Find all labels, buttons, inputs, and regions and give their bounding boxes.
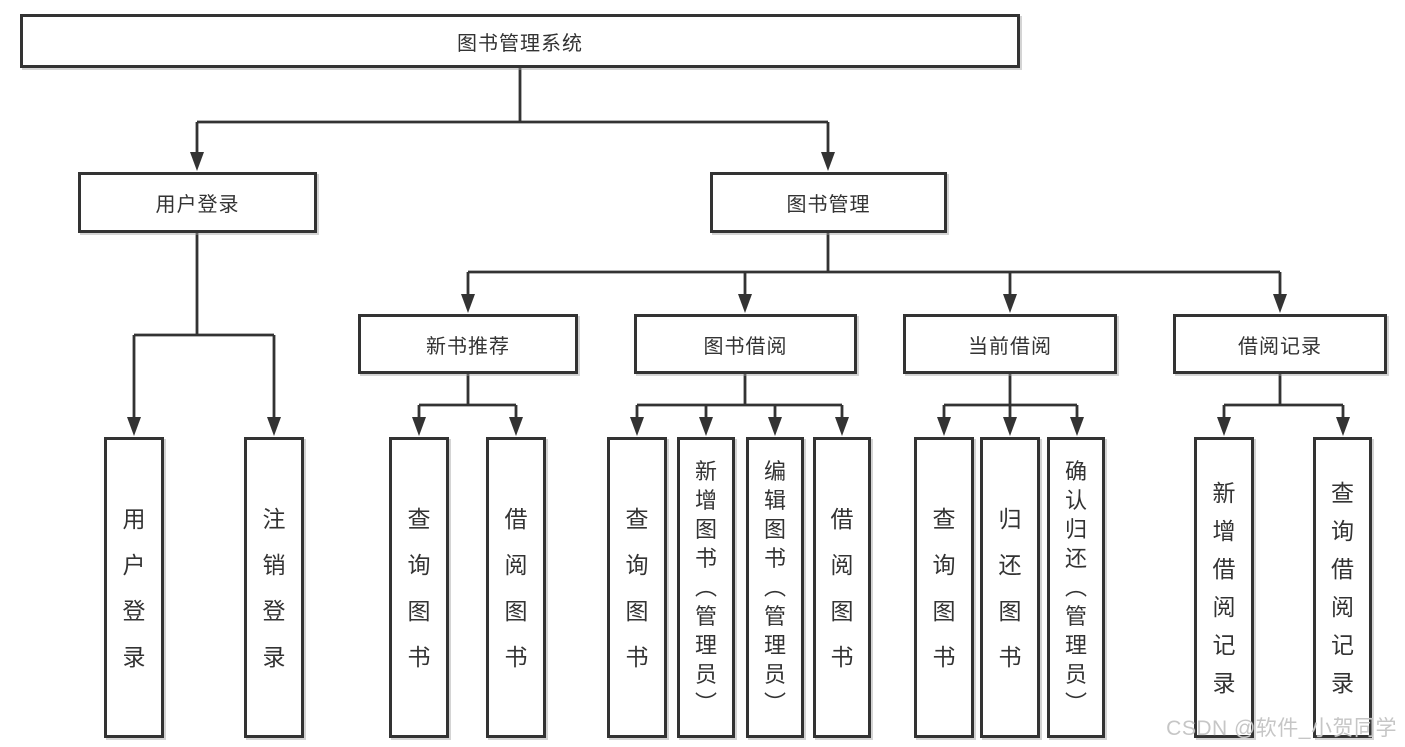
leaf-return-books: 归还图书 xyxy=(980,437,1040,738)
leaf-user-login: 用户登录 xyxy=(104,437,164,738)
leaf-borrow-books-recommend: 借阅图书 xyxy=(486,437,546,738)
leaf-edit-books-admin: 编辑图书︵管理员︶ xyxy=(746,437,804,738)
node-user-login: 用户登录 xyxy=(78,172,317,233)
leaf-logout: 注销登录 xyxy=(244,437,304,738)
csdn-watermark: CSDN @软件_小贺同学 xyxy=(1166,717,1397,740)
leaf-query-books-borrow: 查询图书 xyxy=(607,437,667,738)
node-label: 新增借阅记录 xyxy=(1212,479,1236,696)
node-label: 查询借阅记录 xyxy=(1331,479,1354,696)
leaf-query-books-recommend: 查询图书 xyxy=(389,437,449,738)
node-label: 图书借阅 xyxy=(703,335,788,358)
node-label: 新增图书︵管理员︶ xyxy=(694,459,717,716)
node-label: 用户登录 xyxy=(155,194,240,216)
node-label: 查询图书 xyxy=(407,505,431,670)
leaf-add-books-admin: 新增图书︵管理员︶ xyxy=(677,437,735,738)
leaf-borrow-books: 借阅图书 xyxy=(813,437,871,738)
node-label: 确认归还︵管理员︶ xyxy=(1064,459,1087,716)
node-label: 查询图书 xyxy=(932,505,956,670)
node-label: 归还图书 xyxy=(998,505,1022,670)
leaf-query-books-current: 查询图书 xyxy=(914,437,974,738)
node-current-borrow: 当前借阅 xyxy=(903,314,1117,374)
node-borrow-records: 借阅记录 xyxy=(1173,314,1387,374)
leaf-add-borrow-record: 新增借阅记录 xyxy=(1194,437,1254,738)
node-book-management-system: 图书管理系统 xyxy=(20,14,1020,68)
node-label: 借阅记录 xyxy=(1238,335,1322,358)
node-label: 图书管理 xyxy=(786,194,871,216)
node-label: 图书管理系统 xyxy=(457,32,583,55)
node-label: 用户登录 xyxy=(122,505,146,670)
node-new-book-recommend: 新书推荐 xyxy=(358,314,578,374)
node-label: 查询图书 xyxy=(625,505,649,670)
node-book-borrow: 图书借阅 xyxy=(634,314,857,374)
node-label: 当前借阅 xyxy=(968,335,1052,358)
leaf-confirm-return-admin: 确认归还︵管理员︶ xyxy=(1047,437,1105,738)
node-label: 注销登录 xyxy=(262,505,286,670)
node-label: 编辑图书︵管理员︶ xyxy=(763,459,786,716)
node-label: 借阅图书 xyxy=(504,505,528,670)
node-book-management: 图书管理 xyxy=(710,172,947,233)
node-label: 借阅图书 xyxy=(830,505,854,670)
node-label: 新书推荐 xyxy=(426,335,510,358)
leaf-query-borrow-record: 查询借阅记录 xyxy=(1313,437,1372,738)
